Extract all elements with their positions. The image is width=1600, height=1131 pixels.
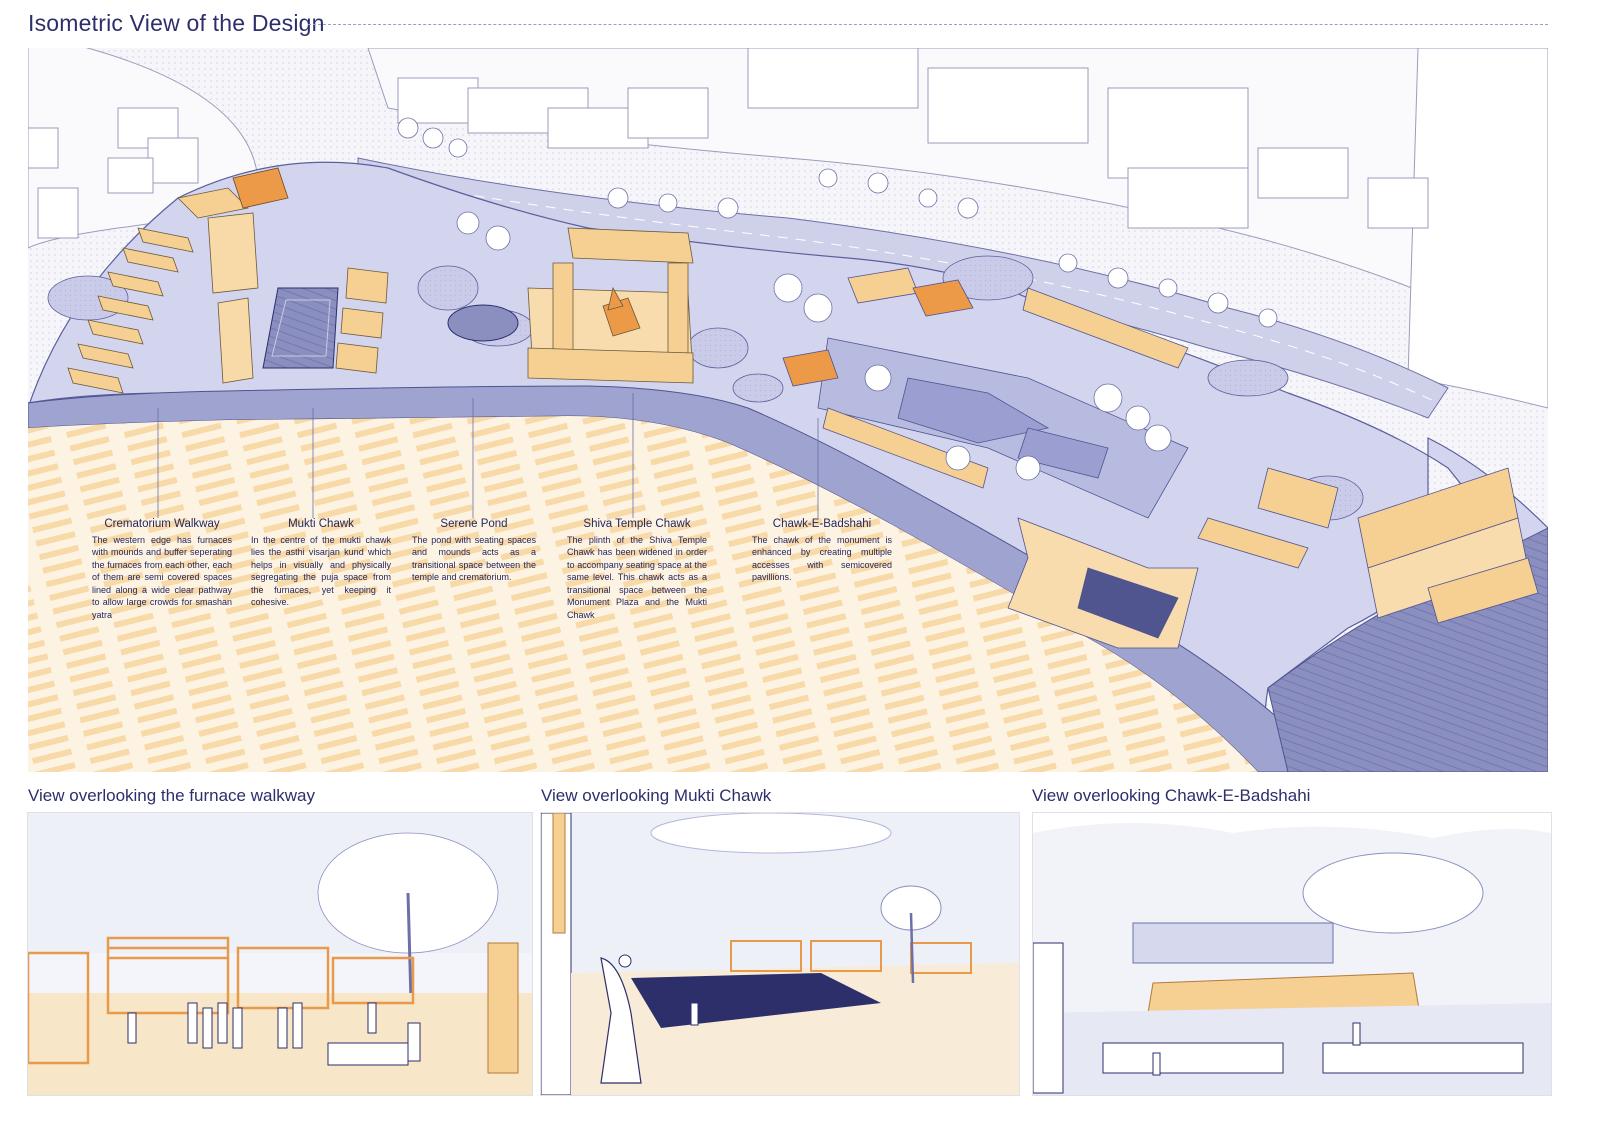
view-title-furnace-walkway: View overlooking the furnace walkway <box>28 786 315 805</box>
annotation-chawk-e-badshahi: Chawk-E-Badshahi The chawk of the monume… <box>752 518 892 584</box>
annotation-title: Serene Pond <box>440 518 508 530</box>
annotation-title: Mukti Chawk <box>288 518 354 530</box>
serene-pond <box>447 304 519 342</box>
annotation-title: Chawk-E-Badshahi <box>772 518 872 530</box>
chawk-e-badshahi <box>782 267 1539 649</box>
annotation-body: The western edge has furnaces with mound… <box>92 534 232 620</box>
pavilions <box>730 940 972 974</box>
title-divider <box>308 24 1548 25</box>
annotation-body: The chawk of the monument is enhanced by… <box>752 534 892 583</box>
annotation-body: The plinth of the Shiva Temple Chawk has… <box>567 534 707 620</box>
view-mukti-chawk <box>540 812 1020 1096</box>
ascetic-figure <box>600 957 642 1084</box>
people <box>127 1002 421 1062</box>
annotation-shiva-temple-chawk: Shiva Temple Chawk The plinth of the Shi… <box>567 518 707 621</box>
view-furnace-walkway <box>27 812 533 1096</box>
trees <box>397 117 1278 481</box>
leader-lines <box>157 393 819 518</box>
annotation-title: Crematorium Walkway <box>104 518 220 530</box>
annotation-body: The pond with seating spaces and mounds … <box>412 534 536 583</box>
pergola-frames <box>28 936 415 1065</box>
annotation-crematorium-walkway: Crematorium Walkway The western edge has… <box>92 518 232 621</box>
page-title: Isometric View of the Design <box>28 10 325 36</box>
shiva-temple-chawk <box>527 227 694 384</box>
isometric-svg <box>28 48 1548 772</box>
view-chawk-e-badshahi <box>1032 812 1552 1096</box>
annotation-body: In the centre of the mukti chawk lies th… <box>251 534 391 608</box>
road-centerline <box>367 177 1439 404</box>
river-ghats <box>28 416 1258 772</box>
view-mukti-chawk-svg <box>541 813 1019 1095</box>
annotation-mukti-chawk: Mukti Chawk In the centre of the mukti c… <box>251 518 391 609</box>
asthi-kund <box>262 287 339 369</box>
view-title-mukti-chawk: View overlooking Mukti Chawk <box>541 786 772 805</box>
furnace-blocks <box>67 187 389 394</box>
view-furnace-walkway-svg <box>28 813 532 1095</box>
annotation-serene-pond: Serene Pond The pond with seating spaces… <box>412 518 536 584</box>
pavilion-orange-1 <box>232 167 289 209</box>
isometric-drawing <box>28 48 1548 772</box>
view-chawk-e-badshahi-svg <box>1033 813 1551 1095</box>
annotation-title: Shiva Temple Chawk <box>583 518 691 530</box>
view-title-chawk-e-badshahi: View overlooking Chawk-E-Badshahi <box>1032 786 1311 805</box>
